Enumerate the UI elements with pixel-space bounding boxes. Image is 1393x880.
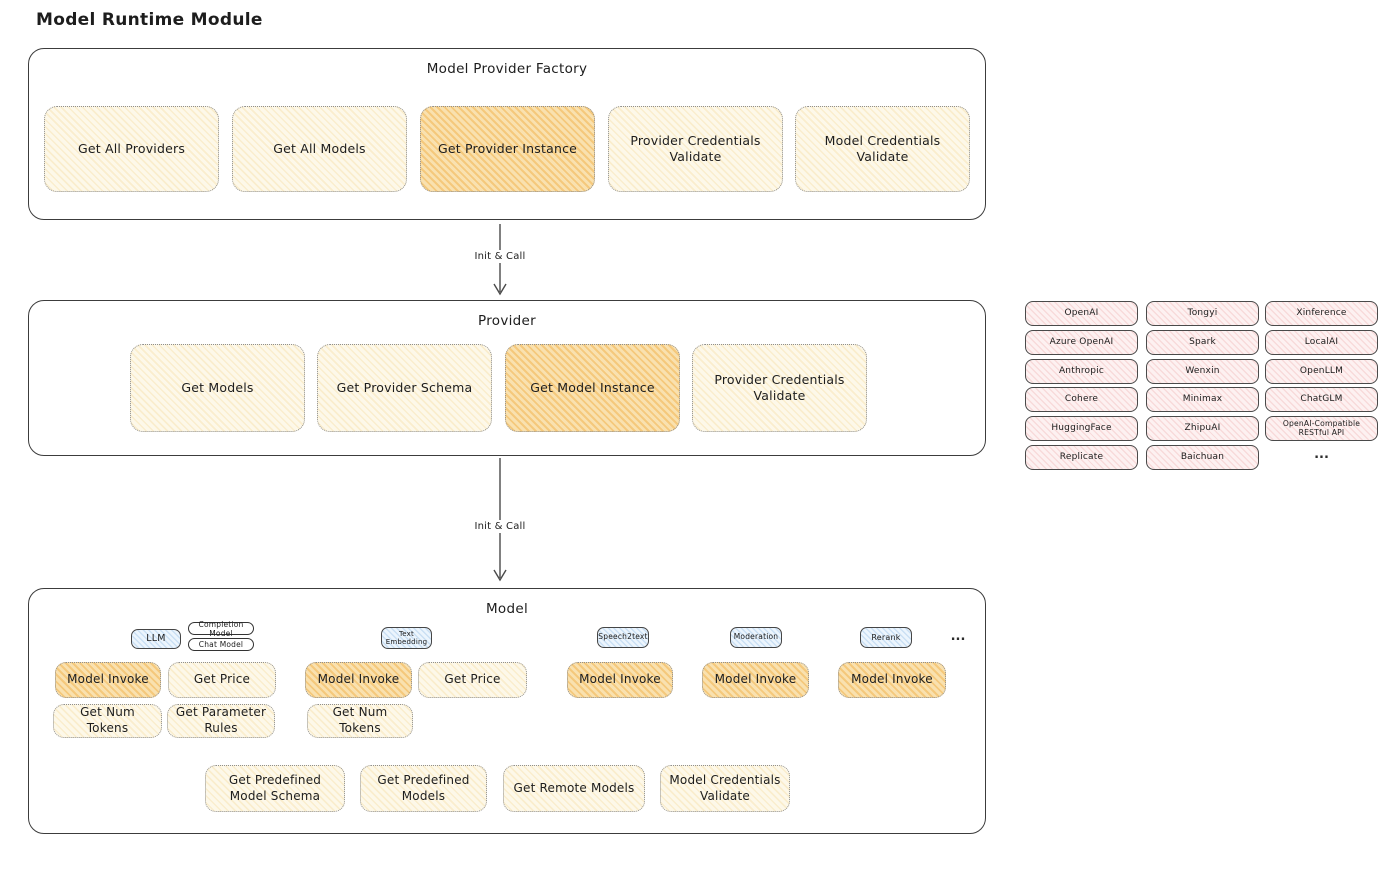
provider-item-cohere: Cohere [1025, 387, 1138, 412]
page-title: Model Runtime Module [36, 10, 263, 30]
provider-item-huggingface: HuggingFace [1025, 416, 1138, 441]
provider-item-localai: LocalAI [1265, 330, 1378, 355]
node-provider-credentials-validate-factory: Provider Credentials Validate [608, 106, 783, 192]
provider-item-tongyi: Tongyi [1146, 301, 1259, 326]
node-provider-credentials-validate-provider: Provider Credentials Validate [692, 344, 867, 432]
node-get-provider-schema: Get Provider Schema [317, 344, 492, 432]
model-title: Model [485, 601, 529, 617]
node-model-invoke-speech2text: Model Invoke [567, 662, 673, 698]
node-get-models: Get Models [130, 344, 305, 432]
provider-item-baichuan: Baichuan [1146, 445, 1259, 470]
tab-moderation: Moderation [730, 627, 782, 648]
provider-item-anthropic: Anthropic [1025, 359, 1138, 384]
provider-item-chatglm: ChatGLM [1265, 387, 1378, 412]
node-get-price-llm: Get Price [168, 662, 276, 698]
node-get-num-tokens-embedding: Get Num Tokens [307, 704, 413, 738]
provider-title: Provider [478, 313, 536, 329]
provider-item-replicate: Replicate [1025, 445, 1138, 470]
node-get-model-instance: Get Model Instance [505, 344, 680, 432]
provider-item-wenxin: Wenxin [1146, 359, 1259, 384]
tab-text-embedding: Text Embedding [381, 627, 432, 649]
node-model-credentials-validate-factory: Model Credentials Validate [795, 106, 970, 192]
provider-item-minimax: Minimax [1146, 387, 1259, 412]
node-model-credentials-validate-model: Model Credentials Validate [660, 765, 790, 812]
arrow2-label: Init & Call [460, 520, 540, 533]
tab-rerank: Rerank [860, 627, 912, 648]
providers-more-ellipsis: ... [1314, 447, 1329, 462]
arrow-down-icon [488, 458, 512, 582]
node-get-all-models: Get All Models [232, 106, 407, 192]
provider-item-openai: OpenAI [1025, 301, 1138, 326]
node-model-invoke-moderation: Model Invoke [702, 662, 809, 698]
node-get-provider-instance: Get Provider Instance [420, 106, 595, 192]
provider-item-azure-openai: Azure OpenAI [1025, 330, 1138, 355]
node-get-num-tokens-llm: Get Num Tokens [53, 704, 162, 738]
tab-llm: LLM [131, 629, 181, 649]
provider-item-openllm: OpenLLM [1265, 359, 1378, 384]
provider-item-openai-compatible: OpenAI-Compatible RESTful API [1265, 416, 1378, 441]
tab-chat-model: Chat Model [188, 638, 254, 651]
node-model-invoke-embedding: Model Invoke [305, 662, 412, 698]
factory-title: Model Provider Factory [426, 61, 588, 77]
tab-speech2text: Speech2text [597, 627, 649, 648]
tabs-more-ellipsis: ... [950, 629, 966, 644]
node-get-predefined-models: Get Predefined Models [360, 765, 487, 812]
arrow1-label: Init & Call [460, 250, 540, 263]
provider-item-xinference: Xinference [1265, 301, 1378, 326]
tab-completion-model: Completion Model [188, 620, 254, 638]
node-get-remote-models: Get Remote Models [503, 765, 645, 812]
node-get-parameter-rules: Get Parameter Rules [167, 704, 275, 738]
node-get-predefined-model-schema: Get Predefined Model Schema [205, 765, 345, 812]
provider-item-zhipuai: ZhipuAI [1146, 416, 1259, 441]
node-get-all-providers: Get All Providers [44, 106, 219, 192]
node-model-invoke-rerank: Model Invoke [838, 662, 946, 698]
node-model-invoke-llm: Model Invoke [55, 662, 161, 698]
provider-item-spark: Spark [1146, 330, 1259, 355]
node-get-price-embedding: Get Price [418, 662, 527, 698]
